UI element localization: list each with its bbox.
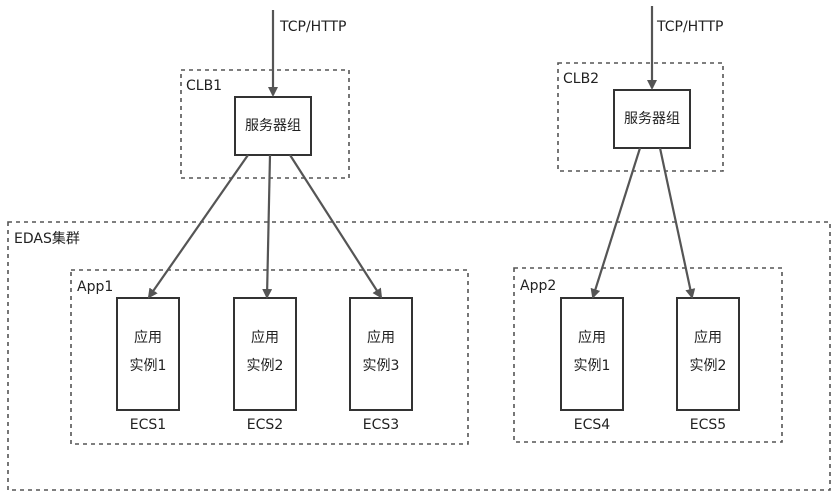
app1-instance-1-box [116,297,180,411]
clb1-server-group-text: 服务器组 [245,118,301,134]
app2-instance-1-box [560,297,624,411]
clb1-server-group-box [234,96,312,156]
app2-instance-2-line2: 实例2 [689,358,727,374]
ecs2-label: ECS2 [246,417,284,433]
arrow-clb1-to-instance-1 [147,154,249,299]
clb2-label: CLB2 [563,71,600,87]
app1-instance-2-line2: 实例2 [246,358,284,374]
clb1-container [180,69,350,179]
app1-label: App1 [77,279,114,295]
arrow-clb2-to-instance-2 [658,147,696,299]
clb2-server-group-box [613,89,691,149]
app1-instance-3-box [349,297,413,411]
arrow-clb1-to-instance-2 [262,154,273,299]
protocol-label-left: TCP/HTTP [280,19,347,35]
ecs4-label: ECS4 [573,417,611,433]
clb1-label: CLB1 [186,78,223,94]
app2-instance-2-line1: 应用 [694,330,722,346]
app1-instance-1-line2: 实例1 [129,358,167,374]
app1-container [70,269,469,445]
app1-instance-2-line1: 应用 [251,330,279,346]
ecs5-label: ECS5 [689,417,727,433]
app1-instance-2-box [233,297,297,411]
ecs3-label: ECS3 [362,417,400,433]
app2-instance-1-line2: 实例1 [573,358,611,374]
edas-cluster-label: EDAS集群 [14,231,80,247]
app1-instance-3-line2: 实例3 [362,358,400,374]
protocol-label-right: TCP/HTTP [657,19,724,35]
app1-instance-1-line1: 应用 [134,330,162,346]
app2-instance-2-box [676,297,740,411]
app2-instance-1-line1: 应用 [578,330,606,346]
app2-container [513,267,783,443]
clb2-server-group-text: 服务器组 [624,111,680,127]
app1-instance-3-line1: 应用 [367,330,395,346]
ecs1-label: ECS1 [129,417,167,433]
edas-cluster-container [7,221,831,491]
arrow-clb1-to-instance-3 [289,154,383,299]
app2-label: App2 [520,278,557,294]
arrow-clb2-to-instance-1 [590,147,642,299]
clb2-container [557,62,724,172]
